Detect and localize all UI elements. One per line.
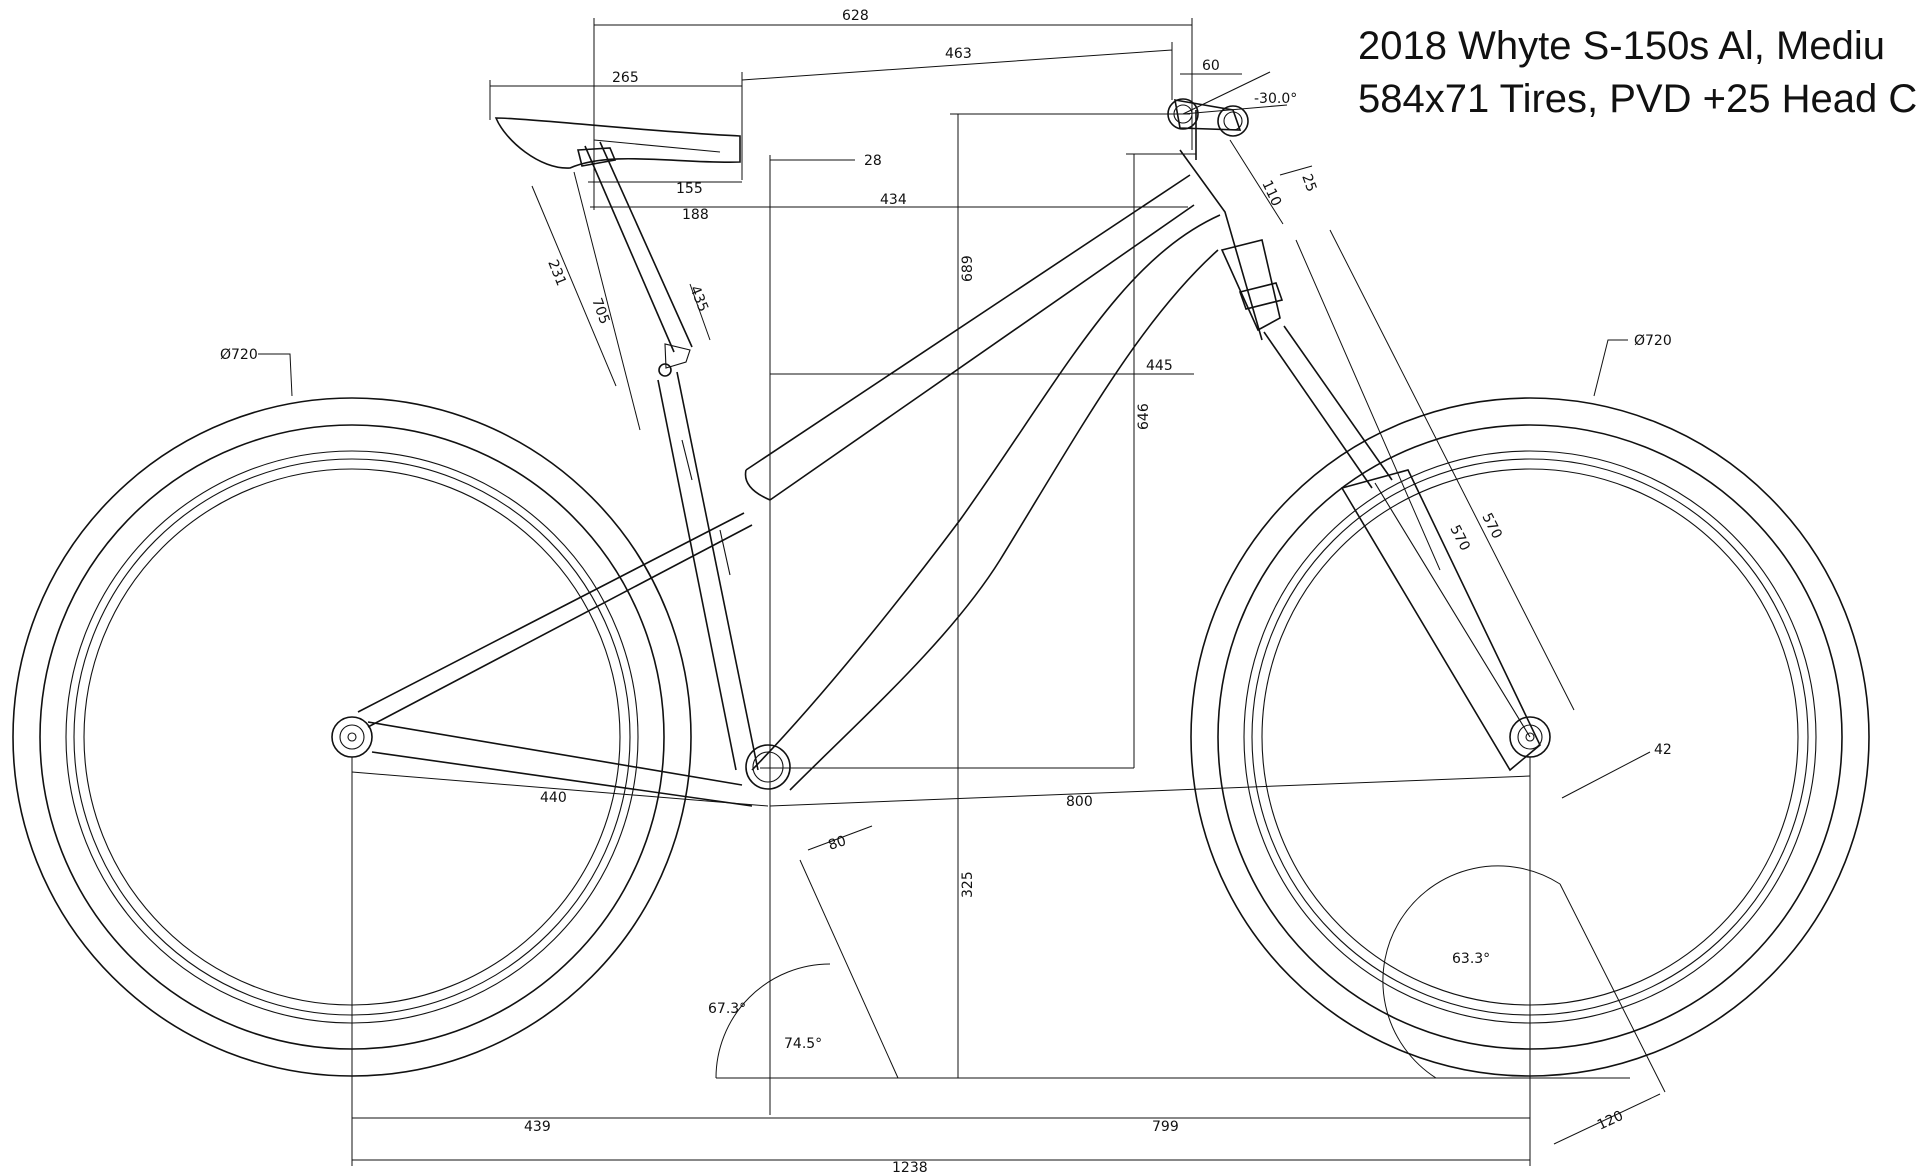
dim-440-label: 440 bbox=[540, 790, 567, 806]
dim-325-label: 325 bbox=[960, 871, 976, 898]
dim-689-label: 689 bbox=[960, 255, 976, 282]
dim-463-label: 463 bbox=[945, 46, 972, 62]
drawing-title-line-1: 2018 Whyte S-150s Al, Mediu bbox=[1358, 24, 1885, 68]
dim-231-label: 231 bbox=[544, 258, 569, 289]
dim-646-label: 646 bbox=[1136, 403, 1152, 430]
seat-angle-effective-label: 74.5° bbox=[784, 1036, 822, 1052]
saddle bbox=[494, 117, 741, 169]
dim-120-label: 120 bbox=[1595, 1108, 1626, 1134]
dim-628-label: 628 bbox=[842, 8, 869, 24]
dim-570-outer-label: 570 bbox=[1478, 511, 1504, 542]
dim-799-label: 799 bbox=[1152, 1119, 1179, 1135]
dim-445-label: 445 bbox=[1146, 358, 1173, 374]
dim-110-label: 110 bbox=[1258, 178, 1284, 209]
dim-434-label: 434 bbox=[880, 192, 907, 208]
frame bbox=[357, 110, 1263, 807]
drawing-title-line-2: 584x71 Tires, PVD +25 Head C bbox=[1358, 77, 1917, 121]
dim-705-label: 705 bbox=[588, 296, 612, 327]
dim-439-label: 439 bbox=[524, 1119, 551, 1135]
dim-42-label: 42 bbox=[1654, 742, 1672, 758]
dim-1238-label: 1238 bbox=[892, 1160, 928, 1176]
dim-435-label: 435 bbox=[686, 284, 711, 315]
dimension-lines: 628 463 60 -30.0° 265 155 188 28 434 110… bbox=[351, 8, 1672, 1176]
dim-570-inner-label: 570 bbox=[1446, 523, 1472, 554]
dim-800-label: 800 bbox=[1066, 794, 1093, 810]
dim-80-label: 80 bbox=[826, 833, 848, 854]
rear-wheel-diameter-label: Ø720 bbox=[220, 347, 258, 363]
wheel-diameter-callouts: Ø720 Ø720 bbox=[220, 333, 1672, 397]
seat-angle-actual-label: 67.3° bbox=[708, 1001, 746, 1017]
dim-stem-angle-label: -30.0° bbox=[1254, 91, 1297, 107]
fork bbox=[1220, 239, 1541, 772]
dim-265-label: 265 bbox=[612, 70, 639, 86]
dim-155-label: 155 bbox=[676, 181, 703, 197]
dim-188-label: 188 bbox=[682, 207, 709, 223]
dim-28-label: 28 bbox=[864, 153, 882, 169]
front-wheel-diameter-label: Ø720 bbox=[1634, 333, 1672, 349]
head-angle-label: 63.3° bbox=[1452, 951, 1490, 967]
dim-25-label: 25 bbox=[1298, 172, 1319, 194]
seatpost bbox=[584, 141, 731, 576]
dim-60-label: 60 bbox=[1202, 58, 1220, 74]
